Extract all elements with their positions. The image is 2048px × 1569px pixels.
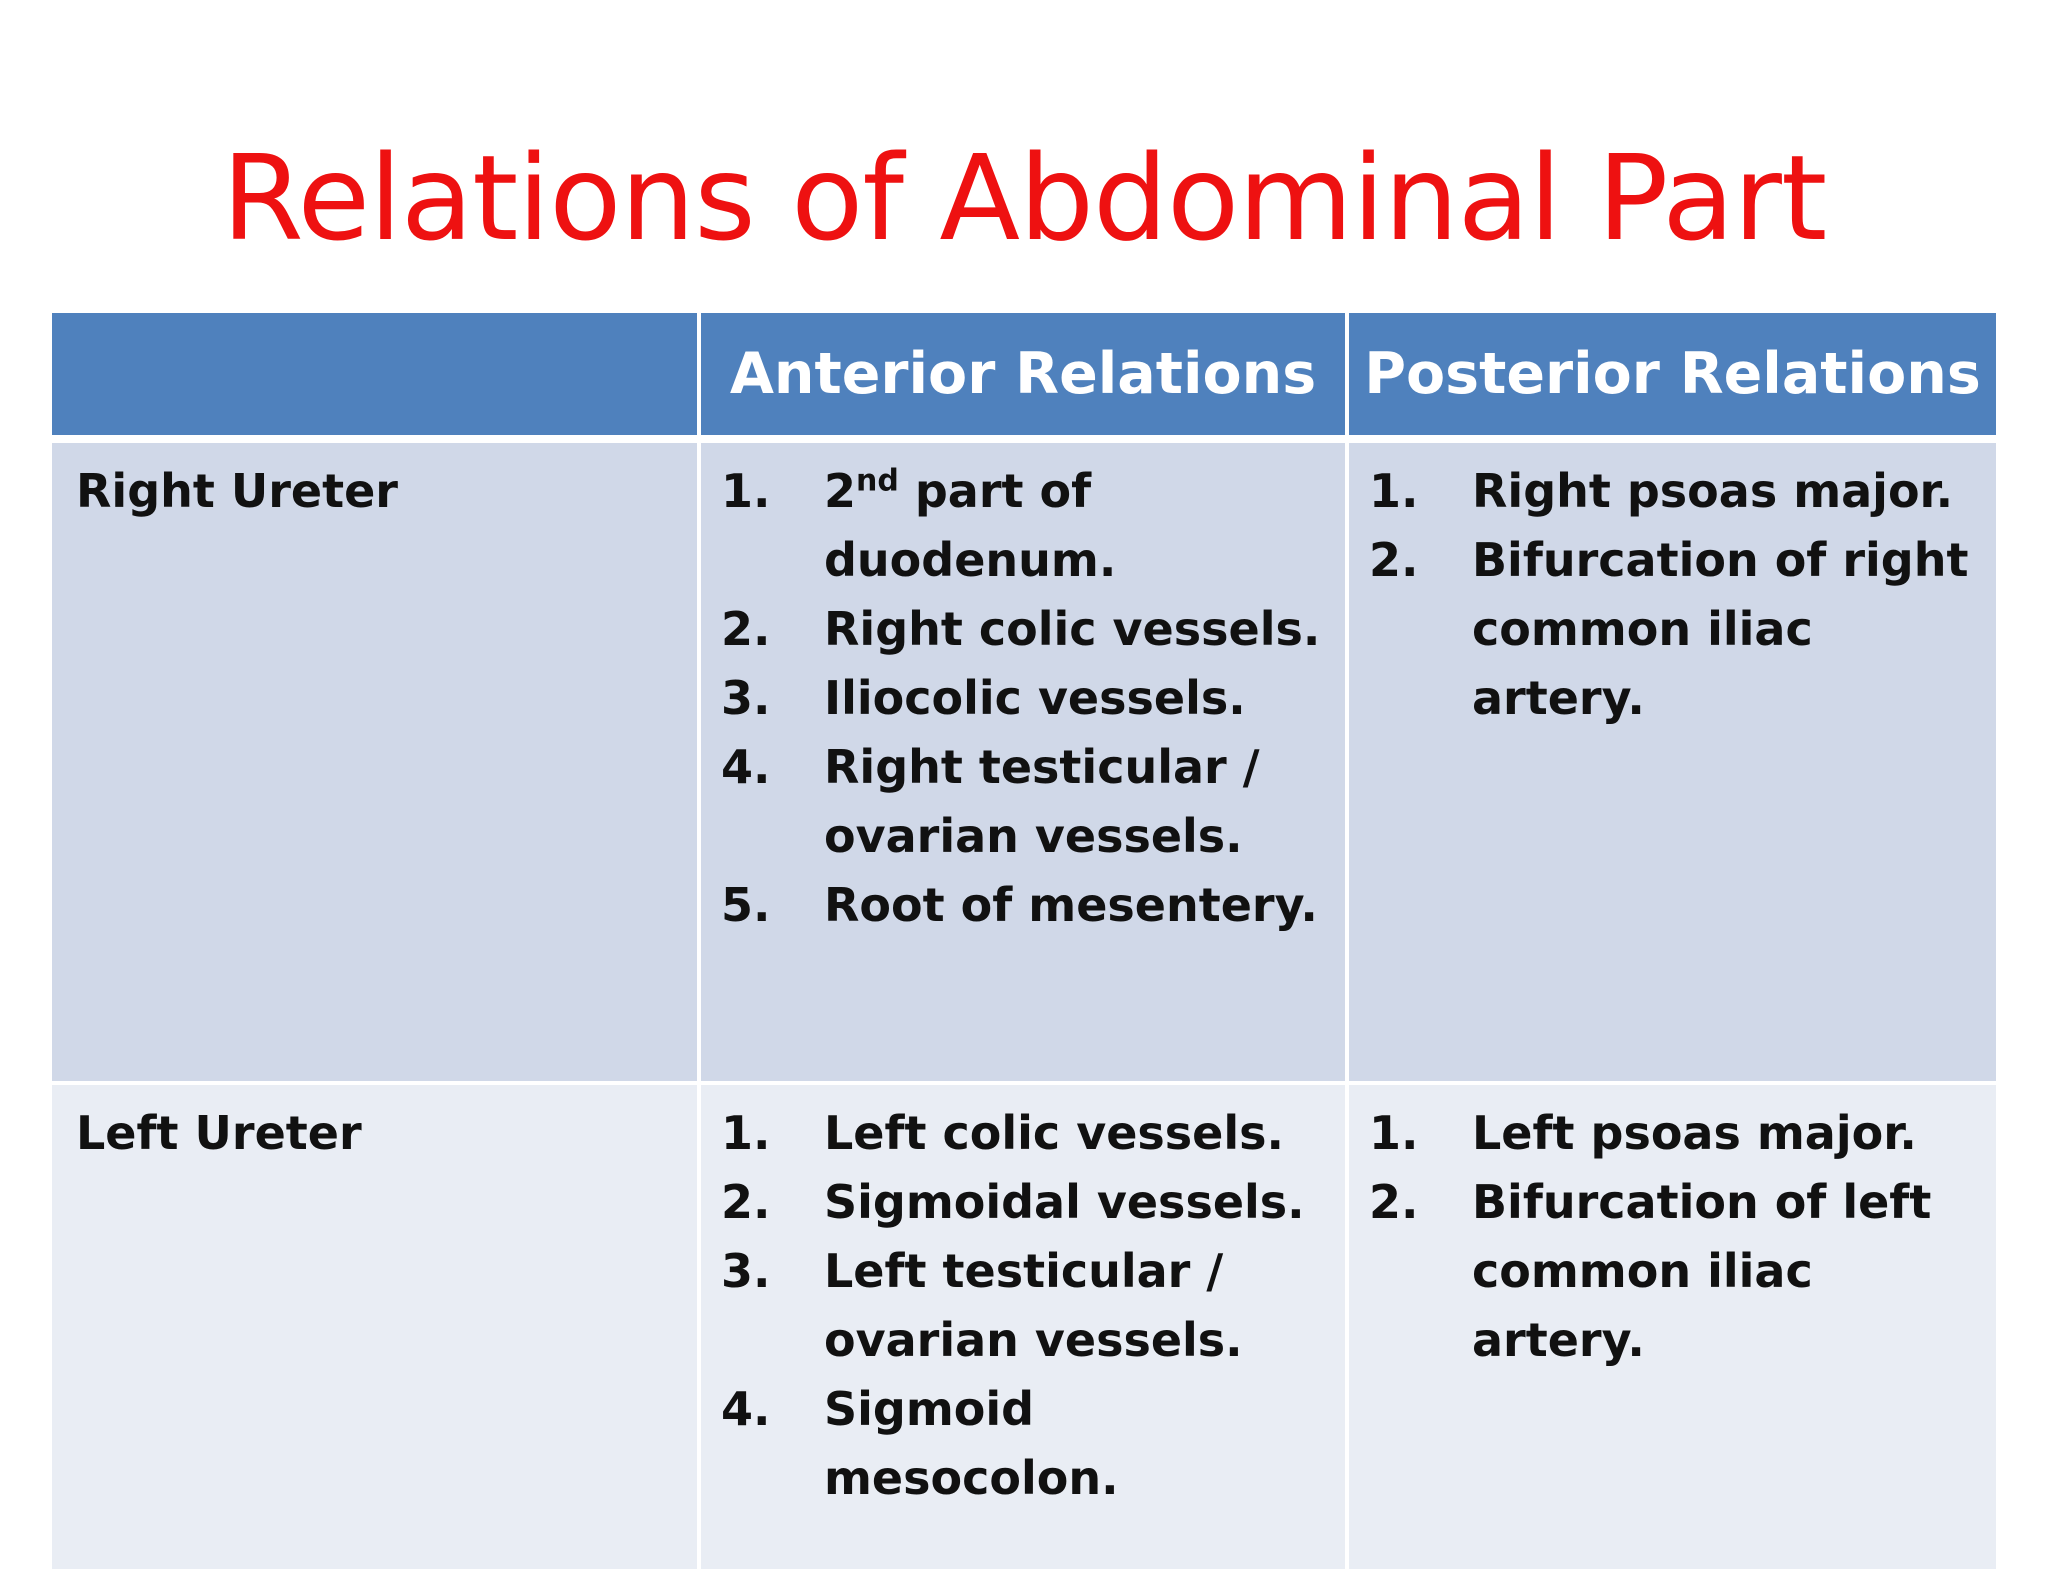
posterior-cell: 1. Right psoas major. 2. Bifurcation of … bbox=[1347, 439, 1996, 1085]
table-row-right-ureter: Right Ureter 1. 2nd part of duodenum. 2.… bbox=[52, 439, 1996, 1085]
posterior-list: 1. Right psoas major. 2. Bifurcation of … bbox=[1369, 457, 1978, 733]
list-number: 5. bbox=[721, 878, 771, 932]
list-item: 5. Root of mesentery. bbox=[721, 871, 1327, 940]
list-number: 2. bbox=[1369, 1175, 1419, 1229]
row-label-cell: Left Ureter bbox=[52, 1083, 701, 1569]
list-item: 1. Left colic vessels. bbox=[721, 1099, 1327, 1168]
list-item: 1. Right psoas major. bbox=[1369, 457, 1978, 526]
list-item: 1. 2nd part of duodenum. bbox=[721, 457, 1327, 595]
list-text: Right psoas major. bbox=[1472, 464, 1954, 518]
list-number: 2. bbox=[721, 602, 771, 656]
list-item: 1. Left psoas major. bbox=[1369, 1099, 1978, 1168]
row-label-cell: Right Ureter bbox=[52, 439, 701, 1085]
list-text: Bifurcation of left common iliac artery. bbox=[1472, 1175, 1932, 1367]
table-row-left-ureter: Left Ureter 1. Left colic vessels. 2. Si… bbox=[52, 1083, 1996, 1569]
list-number: 4. bbox=[721, 740, 771, 794]
row-label: Left Ureter bbox=[76, 1106, 362, 1160]
list-text: Left psoas major. bbox=[1472, 1106, 1917, 1160]
list-text: Root of mesentery. bbox=[824, 878, 1318, 932]
ordinal-number: 2 bbox=[824, 464, 857, 518]
list-number: 1. bbox=[721, 464, 771, 518]
list-item: 3. Iliocolic vessels. bbox=[721, 664, 1327, 733]
posterior-cell: 1. Left psoas major. 2. Bifurcation of l… bbox=[1347, 1083, 1996, 1569]
list-number: 4. bbox=[721, 1382, 771, 1436]
table-header-row: Anterior Relations Posterior Relations bbox=[52, 313, 1996, 443]
list-text: 2nd part of duodenum. bbox=[824, 457, 1327, 595]
list-item: 4. Right testicular / ovarian vessels. bbox=[721, 733, 1327, 871]
list-text: Left colic vessels. bbox=[824, 1106, 1284, 1160]
anterior-cell: 1. Left colic vessels. 2. Sigmoidal vess… bbox=[699, 1083, 1349, 1569]
list-number: 3. bbox=[721, 671, 771, 725]
ordinal-suffix: nd bbox=[856, 463, 899, 499]
relations-table: Anterior Relations Posterior Relations R… bbox=[52, 313, 1996, 1569]
list-text-rest: part of duodenum. bbox=[824, 464, 1117, 587]
list-number: 3. bbox=[721, 1244, 771, 1298]
list-number: 2. bbox=[721, 1175, 771, 1229]
list-number: 1. bbox=[1369, 1106, 1419, 1160]
list-text: Iliocolic vessels. bbox=[824, 671, 1246, 725]
list-item: 4. Sigmoid mesocolon. bbox=[721, 1375, 1327, 1513]
list-text: Sigmoidal vessels. bbox=[824, 1175, 1305, 1229]
header-posterior: Posterior Relations bbox=[1347, 313, 1996, 443]
anterior-cell: 1. 2nd part of duodenum. 2. Right colic … bbox=[699, 439, 1349, 1085]
list-number: 1. bbox=[1369, 464, 1419, 518]
list-number: 1. bbox=[721, 1106, 771, 1160]
anterior-list: 1. 2nd part of duodenum. 2. Right colic … bbox=[721, 457, 1327, 940]
posterior-list: 1. Left psoas major. 2. Bifurcation of l… bbox=[1369, 1099, 1978, 1375]
list-number: 2. bbox=[1369, 533, 1419, 587]
list-item: 2. Bifurcation of left common iliac arte… bbox=[1369, 1168, 1978, 1375]
slide: Relations of Abdominal Part Anterior Rel… bbox=[52, 129, 1996, 1569]
list-item: 2. Bifurcation of right common iliac art… bbox=[1369, 526, 1978, 733]
list-text: Right colic vessels. bbox=[824, 602, 1321, 656]
header-anterior: Anterior Relations bbox=[699, 313, 1349, 443]
list-item: 2. Right colic vessels. bbox=[721, 595, 1327, 664]
list-text: Sigmoid mesocolon. bbox=[824, 1382, 1119, 1505]
list-text: Right testicular / ovarian vessels. bbox=[824, 740, 1260, 863]
row-label: Right Ureter bbox=[76, 464, 398, 518]
list-text: Bifurcation of right common iliac artery… bbox=[1472, 533, 1969, 725]
anterior-list: 1. Left colic vessels. 2. Sigmoidal vess… bbox=[721, 1099, 1327, 1513]
list-item: 2. Sigmoidal vessels. bbox=[721, 1168, 1327, 1237]
list-item: 3. Left testicular / ovarian vessels. bbox=[721, 1237, 1327, 1375]
header-empty bbox=[52, 313, 701, 443]
list-text: Left testicular / ovarian vessels. bbox=[824, 1244, 1243, 1367]
slide-title: Relations of Abdominal Part bbox=[221, 129, 1827, 267]
